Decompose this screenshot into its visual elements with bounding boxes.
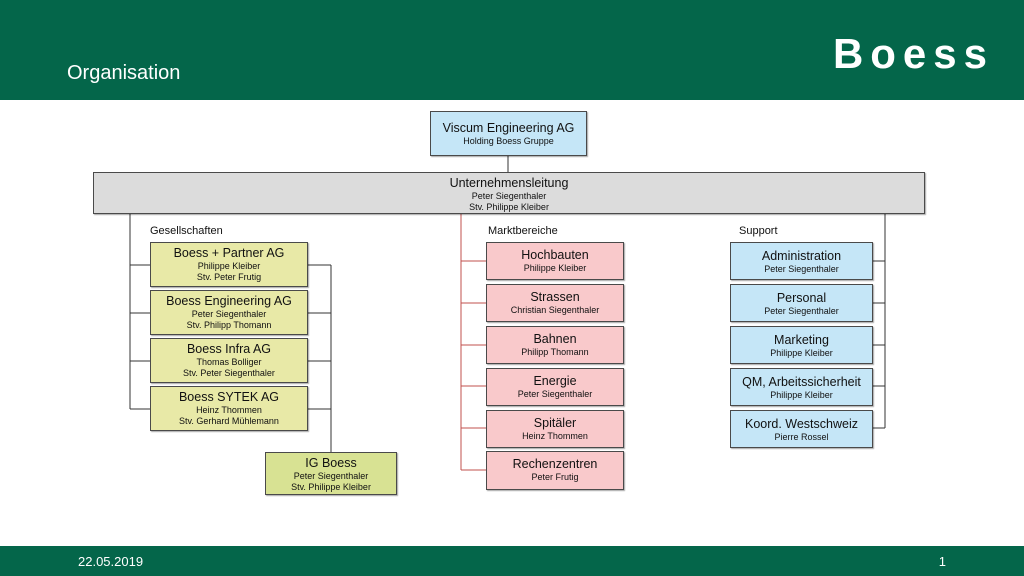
company-deputy: Stv. Gerhard Mühlemann: [179, 416, 279, 426]
support-name: Marketing: [774, 333, 829, 347]
company-name: Boess + Partner AG: [173, 246, 285, 260]
support-person: Peter Siegenthaler: [764, 306, 839, 316]
label-markets: Marktbereiche: [488, 225, 558, 237]
market-person: Heinz Thommen: [522, 431, 588, 441]
footer-bar: 22.05.2019 1: [0, 546, 1024, 576]
market-box: Bahnen Philipp Thomann: [486, 326, 624, 364]
company-deputy: Stv. Philipp Thomann: [186, 320, 272, 330]
label-support: Support: [739, 225, 778, 237]
market-name: Hochbauten: [521, 248, 589, 262]
company-deputy: Stv. Peter Frutig: [196, 272, 262, 282]
page-title: Organisation: [67, 62, 181, 84]
holding-box: Viscum Engineering AG Holding Boess Grup…: [430, 111, 587, 156]
management-person: Peter Siegenthaler: [471, 191, 547, 201]
market-box: Rechenzentren Peter Frutig: [486, 451, 624, 490]
support-box: QM, Arbeitssicherheit Philippe Kleiber: [730, 368, 873, 406]
market-name: Spitäler: [533, 416, 577, 430]
support-person: Pierre Rossel: [774, 432, 829, 442]
management-name: Unternehmensleitung: [449, 176, 569, 190]
company-box: Boess Engineering AG Peter Siegenthaler …: [150, 290, 308, 335]
company-name: Boess Engineering AG: [166, 294, 292, 308]
ig-name: IG Boess: [305, 456, 357, 470]
footer-date: 22.05.2019: [78, 554, 144, 569]
header-bar: Organisation Boess: [0, 0, 1024, 100]
page-number: 1: [938, 554, 946, 569]
market-name: Strassen: [530, 290, 580, 304]
market-person: Christian Siegenthaler: [510, 305, 600, 315]
brand-logo: Boess: [832, 30, 994, 77]
market-person: Philipp Thomann: [521, 347, 589, 357]
holding-name: Viscum Engineering AG: [442, 121, 575, 135]
company-box: Boess + Partner AG Philippe Kleiber Stv.…: [150, 242, 308, 287]
company-box: Boess Infra AG Thomas Bolliger Stv. Pete…: [150, 338, 308, 383]
company-name: Boess Infra AG: [186, 342, 272, 356]
company-person: Thomas Bolliger: [196, 357, 262, 367]
support-box: Personal Peter Siegenthaler: [730, 284, 873, 322]
market-box: Spitäler Heinz Thommen: [486, 410, 624, 448]
holding-sub: Holding Boess Gruppe: [463, 136, 554, 146]
market-name: Bahnen: [533, 332, 577, 346]
company-deputy: Stv. Peter Siegenthaler: [183, 368, 275, 378]
market-person: Peter Siegenthaler: [517, 389, 593, 399]
ig-deputy: Stv. Philippe Kleiber: [291, 482, 371, 492]
company-person: Heinz Thommen: [196, 405, 262, 415]
market-person: Philippe Kleiber: [523, 263, 587, 273]
support-name: Administration: [761, 249, 842, 263]
company-name: Boess SYTEK AG: [178, 390, 280, 404]
support-person: Peter Siegenthaler: [764, 264, 839, 274]
market-box: Strassen Christian Siegenthaler: [486, 284, 624, 322]
support-person: Philippe Kleiber: [770, 348, 833, 358]
support-name: QM, Arbeitssicherheit: [742, 375, 861, 389]
market-name: Energie: [533, 374, 577, 388]
company-person: Peter Siegenthaler: [191, 309, 267, 319]
ig-box: IG Boess Peter Siegenthaler Stv. Philipp…: [265, 452, 397, 495]
management-deputy: Stv. Philippe Kleiber: [469, 202, 549, 212]
market-box: Energie Peter Siegenthaler: [486, 368, 624, 406]
label-companies: Gesellschaften: [150, 225, 223, 237]
support-box: Administration Peter Siegenthaler: [730, 242, 873, 280]
support-name: Koord. Westschweiz: [744, 417, 858, 431]
market-person: Peter Frutig: [531, 472, 579, 482]
support-person: Philippe Kleiber: [770, 390, 833, 400]
ig-person: Peter Siegenthaler: [293, 471, 369, 481]
management-box: Unternehmensleitung Peter Siegenthaler S…: [93, 172, 925, 214]
support-box: Marketing Philippe Kleiber: [730, 326, 873, 364]
market-name: Rechenzentren: [512, 457, 598, 471]
support-box: Koord. Westschweiz Pierre Rossel: [730, 410, 873, 448]
company-box: Boess SYTEK AG Heinz Thommen Stv. Gerhar…: [150, 386, 308, 431]
support-name: Personal: [776, 291, 827, 305]
company-person: Philippe Kleiber: [197, 261, 261, 271]
market-box: Hochbauten Philippe Kleiber: [486, 242, 624, 280]
